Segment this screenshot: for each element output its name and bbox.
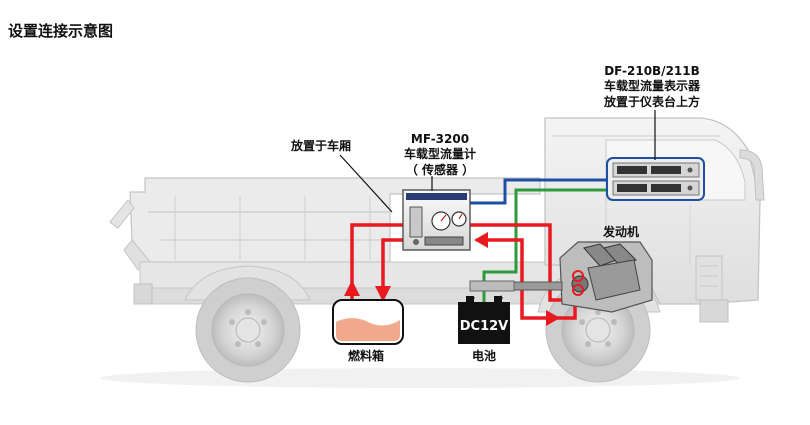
svg-text:+: + bbox=[498, 294, 504, 302]
fuel-tank bbox=[332, 299, 404, 345]
fuel-flow-arrows bbox=[344, 232, 560, 326]
flow-display-unit bbox=[606, 157, 705, 201]
page-title: 设置连接示意图 bbox=[8, 22, 114, 40]
display-model-label: DF-210B/211B bbox=[604, 64, 700, 78]
battery-label: 电池 bbox=[472, 348, 496, 363]
engine bbox=[469, 241, 653, 313]
fuel-tank-label: 燃料箱 bbox=[348, 348, 384, 363]
display-placement-label: 放置于仪表台上方 bbox=[603, 94, 700, 109]
sensor-sub-label: （ 传感器 ） bbox=[406, 162, 474, 177]
truck-rear-wheel bbox=[195, 277, 301, 383]
battery: − + DC12V bbox=[458, 294, 510, 344]
sensor-model-label: MF-3200 bbox=[411, 132, 469, 146]
signal-cable bbox=[470, 178, 612, 205]
display-name-label: 车载型流量表示器 bbox=[604, 78, 701, 93]
svg-text:−: − bbox=[470, 294, 476, 302]
flow-sensor-unit bbox=[402, 189, 471, 251]
cargo-leader-line bbox=[339, 154, 393, 213]
truck-dump-bed bbox=[109, 177, 541, 271]
sensor-name-label: 车载型流量计 bbox=[404, 146, 476, 161]
battery-voltage-label: DC12V bbox=[460, 319, 508, 334]
engine-label: 发动机 bbox=[602, 224, 639, 239]
cargo-placement-label: 放置于车厢 bbox=[290, 138, 351, 153]
